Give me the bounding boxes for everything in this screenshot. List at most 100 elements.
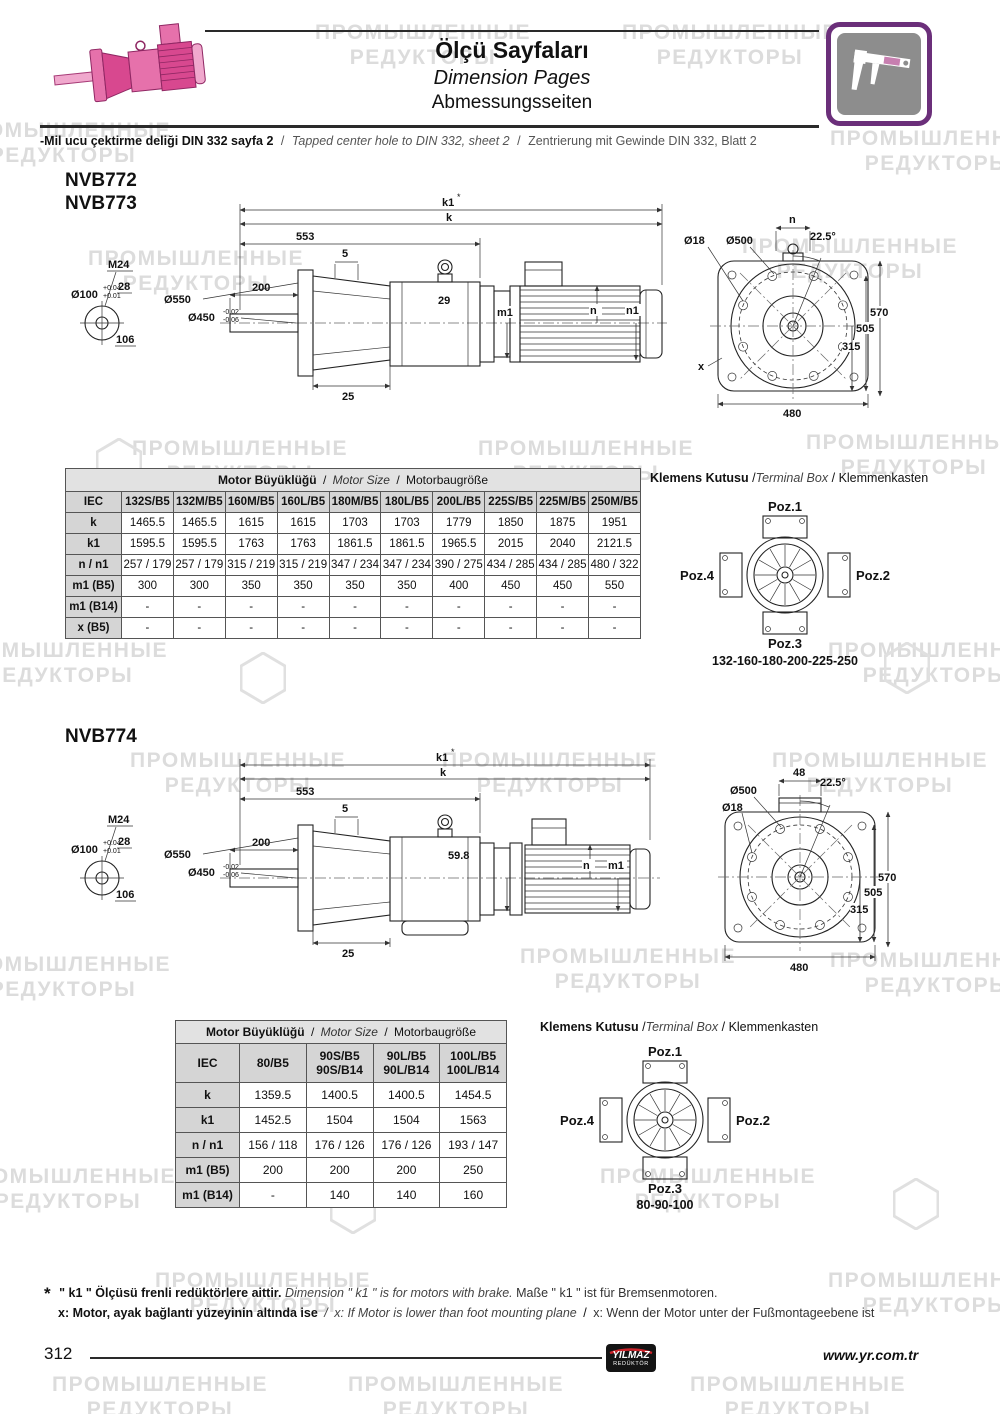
table-column-header: 132S/B5 — [121, 491, 174, 513]
dim-n: n — [590, 305, 597, 317]
front-view-drawing-1: n Ø18 Ø500 22.5° 315 505 570 480 x — [684, 214, 892, 420]
dim-480: 480 — [783, 408, 801, 420]
dim-450-tol-lower: -0.06 — [223, 872, 239, 879]
dim-29: 29 — [438, 295, 450, 307]
page-title-block: Ölçü Sayfaları Dimension Pages Abmessung… — [205, 36, 819, 115]
table-column-header: 225S/B5 — [484, 491, 538, 513]
caliper-icon — [826, 22, 932, 126]
dim-100-tol-upper: +0.04 — [103, 285, 121, 292]
dim-315: 315 — [850, 904, 868, 916]
table-cell: 250 — [439, 1157, 507, 1183]
table-cell: - — [276, 596, 330, 618]
terminal-position-4: Poz.4 — [680, 568, 715, 583]
table-row-label: k — [65, 512, 122, 534]
table-title-separator: / — [396, 473, 400, 487]
table-column-header: 225M/B5 — [536, 491, 590, 513]
table-cell: 390 / 275 — [432, 554, 486, 576]
dim-553: 553 — [296, 786, 314, 798]
dim-28: 28 — [118, 281, 130, 293]
terminal-position-1: Poz.1 — [768, 500, 802, 514]
table-corner-cell: IEC — [65, 491, 122, 513]
table-cell: 156 / 118 — [239, 1132, 307, 1158]
flange-front-outline — [718, 795, 882, 951]
table-cell: 1850 — [484, 512, 538, 534]
table-title-separator: / — [310, 1025, 315, 1039]
terminal-title-en: Terminal Box — [645, 1020, 719, 1034]
table-column-header: 180M/B5 — [328, 491, 382, 513]
dim-25: 25 — [342, 391, 354, 403]
footnote-k1-en: Dimension " k1 " is for motors with brak… — [284, 1286, 513, 1300]
page-title-de: Abmessungsseiten — [431, 91, 593, 113]
gearmotor-product-image — [53, 23, 206, 103]
dim-x-marker: x — [698, 361, 705, 373]
page-title-en: Dimension Pages — [433, 66, 591, 89]
terminal-title-separator: / — [642, 1020, 646, 1034]
terminal-title-en: Terminal Box — [755, 471, 829, 485]
table-cell: 140 — [372, 1182, 441, 1208]
table-column-header: 200L/B5 — [432, 491, 486, 513]
dim-k1: k1 — [436, 752, 448, 764]
table-cell: 300 — [172, 575, 226, 597]
table-cell: 1965.5 — [432, 533, 486, 555]
table-title: Motor Büyüklüğü / Motor Size / Motorbaug… — [65, 468, 641, 491]
top-dimensions: k1 * k 553 5 — [239, 192, 663, 310]
footnote-separator: / — [324, 1306, 328, 1320]
table-cell: 1615 — [276, 512, 330, 534]
table-cell: 1703 — [328, 512, 382, 534]
footnote-x-tr: x: Motor, ayak bağlantı yüzeyinin altınd… — [58, 1306, 318, 1320]
table-title: Motor Büyüklüğü / Motor Size / Motorbaug… — [175, 1020, 507, 1043]
terminal-box-sizes-2: 80-90-100 — [636, 1198, 694, 1212]
side-dim-labels: 29 m1 n n1 Ø550 Ø450 -0.02 -0.06 25 — [164, 282, 643, 403]
terminal-title-tr: Klemens Kutusu — [540, 1020, 639, 1034]
table-cell: 2121.5 — [588, 533, 641, 555]
table-cell: - — [380, 596, 434, 618]
terminal-title-separator: / — [752, 471, 756, 485]
model-name: NVB773 — [65, 192, 137, 214]
dim-25: 25 — [342, 948, 354, 960]
din-note-de: Zentrierung mit Gewinde DIN 332, Blatt 2 — [528, 134, 757, 148]
table-cell: - — [172, 596, 226, 618]
table-column-header: 132M/B5 — [172, 491, 226, 513]
yilmaz-logo: YILMAZ REDÜKTÖR — [606, 1344, 656, 1372]
table-column-header: 160M/B5 — [224, 491, 278, 513]
table-cell: 1452.5 — [239, 1107, 307, 1133]
table-corner-cell: IEC — [175, 1043, 240, 1083]
table-row-label: m1 (B14) — [175, 1182, 240, 1208]
dim-18: Ø18 — [722, 802, 743, 814]
table-cell: - — [432, 617, 486, 639]
table-cell: - — [276, 617, 330, 639]
table-row-label: n / n1 — [175, 1132, 240, 1158]
table-cell: 1595.5 — [121, 533, 174, 555]
header-bottom-rule — [40, 125, 819, 128]
logo-subbrand: REDÜKTÖR — [613, 1361, 649, 1368]
dim-angle: 22.5° — [820, 777, 846, 789]
dim-m1: m1 — [608, 860, 624, 872]
table-cell: 550 — [588, 575, 641, 597]
footnote-k1-de: Maße " k1 " ist für Bremsenmotoren. — [516, 1286, 718, 1300]
shaft-end-detail: M24 28 Ø100 +0.04 +0.01 106 — [71, 259, 136, 347]
website-url[interactable]: www.yr.com.tr — [823, 1347, 919, 1363]
table-cell: 1703 — [380, 512, 434, 534]
terminal-box-title-1: Klemens Kutusu /Terminal Box / Klemmenka… — [650, 471, 928, 485]
table-row-label: k1 — [65, 533, 122, 555]
table-cell: 140 — [305, 1182, 374, 1208]
table-cell: 315 / 219 — [276, 554, 330, 576]
table-cell: 350 — [380, 575, 434, 597]
top-dimensions: k1 * k 553 5 — [239, 747, 651, 865]
yilmaz-logo-text: YILMAZ REDÜKTÖR — [606, 1344, 656, 1372]
table-cell: - — [484, 617, 538, 639]
dim-553: 553 — [296, 231, 314, 243]
table-cell: 1763 — [224, 533, 278, 555]
dim-480: 480 — [790, 962, 808, 974]
